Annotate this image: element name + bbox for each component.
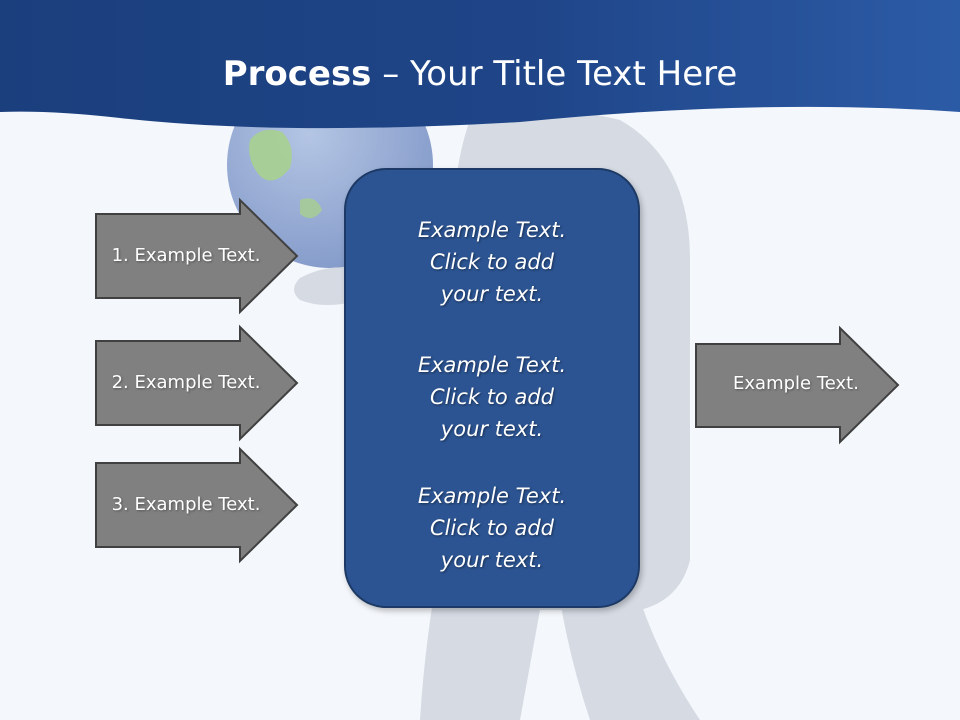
center-text-line: Click to add — [429, 516, 554, 540]
slide-title: Process – Your Title Text Here — [0, 52, 960, 96]
center-text-line: your text. — [440, 548, 544, 572]
center-text-block-2: Example Text. Click to add your text. — [346, 349, 638, 445]
input-arrow-2-label: 2. Example Text. — [111, 372, 261, 393]
center-text-block-3: Example Text. Click to add your text. — [346, 480, 638, 576]
title-bold-word: Process — [222, 54, 372, 94]
center-text-line: Click to add — [429, 385, 554, 409]
header-band — [0, 0, 960, 129]
input-arrow-3-label: 3. Example Text. — [111, 494, 261, 515]
input-arrow-1-shape[interactable] — [95, 197, 299, 315]
output-arrow-label: Example Text. — [733, 373, 859, 394]
center-text-line: Example Text. — [417, 484, 567, 508]
output-arrow-shape[interactable] — [695, 325, 900, 445]
center-text-line: your text. — [440, 417, 544, 441]
center-process-box[interactable]: Example Text. Click to add your text. Ex… — [344, 168, 640, 608]
center-text-line: your text. — [440, 282, 544, 306]
input-arrow-3-shape[interactable] — [95, 446, 299, 564]
input-arrow-1-label: 1. Example Text. — [111, 245, 261, 266]
title-text: – Your Title Text Here — [371, 54, 738, 94]
input-arrow-2-shape[interactable] — [95, 324, 299, 442]
center-text-line: Example Text. — [417, 218, 567, 242]
center-text-line: Click to add — [429, 250, 554, 274]
center-text-block-1: Example Text. Click to add your text. — [346, 214, 638, 310]
center-text-line: Example Text. — [417, 353, 567, 377]
